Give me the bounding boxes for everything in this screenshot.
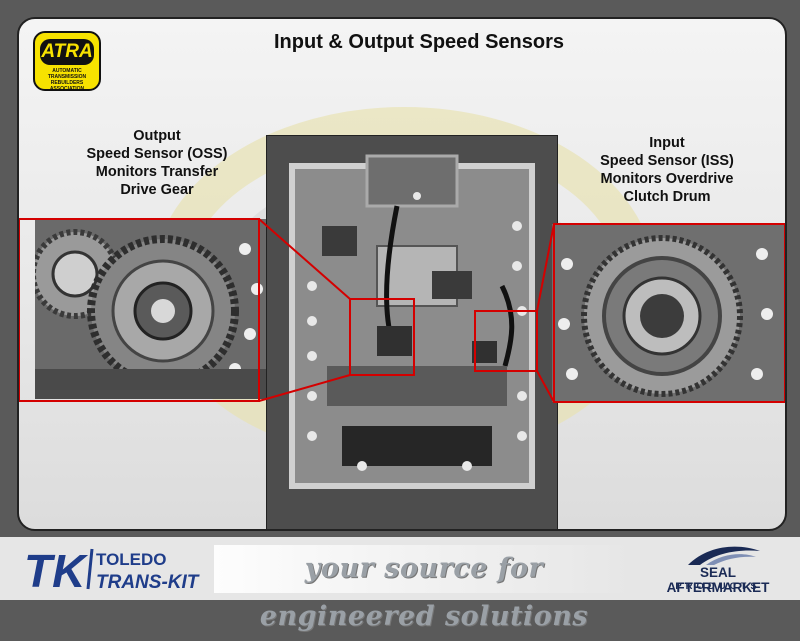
iss-caption-line: Speed Sensor (ISS)	[600, 153, 734, 169]
slide: ATRA AUTOMATIC TRANSMISSION REBUILDERS A…	[17, 17, 787, 531]
footer-banner: TK TOLEDO TRANS-KIT your source for engi…	[0, 537, 800, 632]
seal-swoosh-icon	[688, 546, 760, 565]
svg-text:TK: TK	[24, 545, 88, 595]
iss-photo	[552, 224, 785, 402]
atra-logo-subtitle: AUTOMATIC TRANSMISSION REBUILDERS ASSOCI…	[47, 68, 87, 92]
iss-caption-line: Input	[649, 135, 685, 151]
oss-photo	[35, 219, 275, 399]
tk-line1: TOLEDO	[96, 550, 167, 569]
seal-aftermarket-logo: SEAL AFTERMARKET PRODUCTS	[648, 543, 788, 595]
toledo-trans-kit-logo: TK TOLEDO TRANS-KIT	[24, 545, 200, 595]
atra-logo: ATRA AUTOMATIC TRANSMISSION REBUILDERS A…	[33, 31, 101, 92]
oss-caption-line: Drive Gear	[120, 182, 194, 198]
atra-logo-word: ATRA	[40, 39, 94, 65]
iss-caption-line: Monitors Overdrive	[600, 171, 734, 187]
oss-caption: Output Speed Sensor (OSS) Monitors Trans…	[57, 127, 257, 199]
valve-body-photo	[266, 135, 558, 529]
iss-caption-line: Clutch Drum	[623, 189, 711, 205]
valve-body-image	[267, 136, 557, 529]
oss-caption-line: Speed Sensor (OSS)	[86, 146, 228, 162]
oss-gear-image	[35, 219, 275, 399]
iss-drum-image	[552, 224, 785, 402]
oss-caption-line: Monitors Transfer	[95, 164, 219, 180]
seal-name: SEAL AFTERMARKET	[666, 565, 770, 595]
iss-caption: Input Speed Sensor (ISS) Monitors Overdr…	[567, 134, 767, 206]
seal-products: PRODUCTS	[675, 581, 761, 592]
slide-title: Input & Output Speed Sensors	[273, 31, 564, 53]
tk-line2: TRANS-KIT	[96, 572, 200, 593]
oss-caption-line: Output	[133, 128, 181, 144]
footer-slogan: your source for engineered solutions	[214, 545, 634, 632]
